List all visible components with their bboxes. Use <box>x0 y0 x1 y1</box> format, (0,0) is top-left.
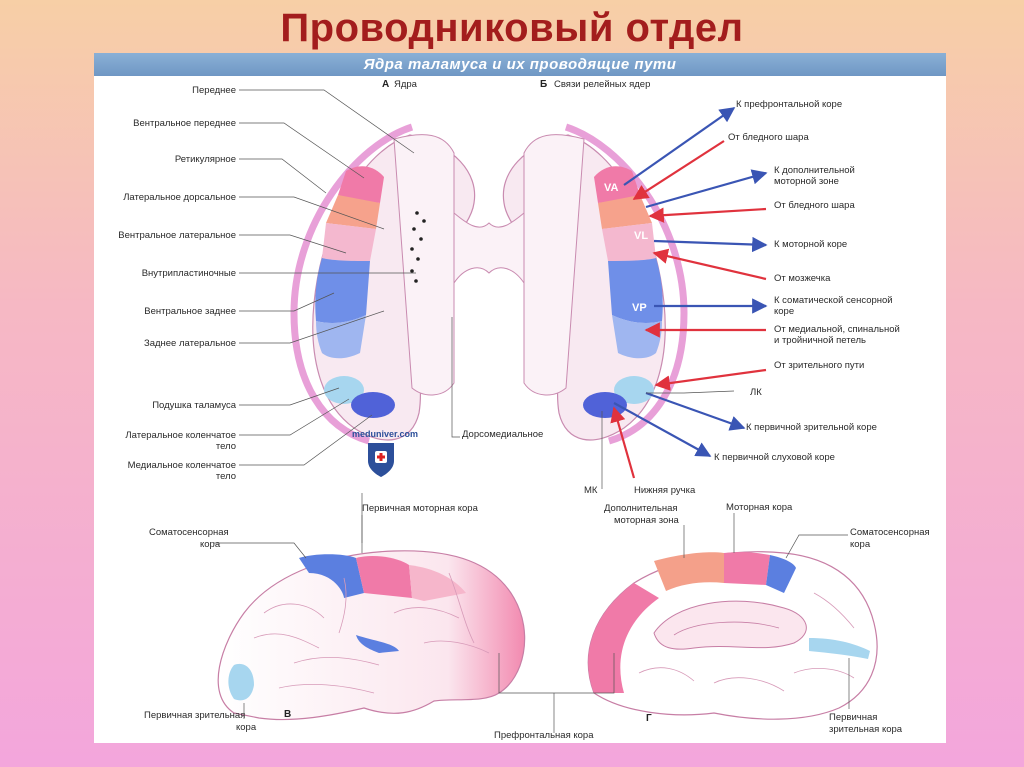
label-mgn-2: тело <box>216 471 236 482</box>
label-to-visual: К первичной зрительной коре <box>746 422 877 433</box>
brain-lateral <box>218 551 524 720</box>
label-c-motor: Первичная моторная кора <box>362 503 479 514</box>
label-d-somato: Соматосенсорная <box>850 527 930 538</box>
label-to-auditory: К первичной слуховой коре <box>714 452 835 463</box>
label-d-somato-2: кора <box>850 539 871 550</box>
brain-medial <box>588 552 877 719</box>
label-d-visual-2: зрительная кора <box>829 724 903 735</box>
label-lgn-2: тело <box>216 441 236 452</box>
label-ventral-posterior: Вентральное заднее <box>144 306 236 317</box>
label-lk: ЛК <box>750 387 762 398</box>
panel-a-letter: А <box>382 79 389 90</box>
label-c-visual-2: кора <box>236 722 257 733</box>
label-pulvinar: Подушка таламуса <box>152 400 236 411</box>
label-from-pallidum-1: От бледного шара <box>728 132 809 143</box>
panel-c-letter: В <box>284 709 291 720</box>
label-prefrontal: Префронтальная кора <box>494 730 594 741</box>
label-from-optic-tract: От зрительного пути <box>774 360 864 371</box>
diagram-panel: Ядра таламуса и их проводящие пути А Ядр… <box>94 53 946 743</box>
label-ventral-lateral: Вентральное латеральное <box>118 230 236 241</box>
label-to-somatosensory: К соматической сенсорной <box>774 295 893 306</box>
label-d-motor: Моторная кора <box>726 502 793 513</box>
label-to-supp-motor-2: моторной зоне <box>774 176 839 187</box>
label-lower-handle: Нижняя ручка <box>634 485 696 496</box>
label-to-prefrontal: К префронтальной коре <box>736 99 842 110</box>
label-from-lemnisci: От медиальной, спинальной <box>774 324 900 335</box>
label-intralaminar: Внутрипластиночные <box>142 268 236 279</box>
label-from-cerebellum: От мозжечка <box>774 273 831 284</box>
label-from-pallidum-2: От бледного шара <box>774 200 855 211</box>
label-to-supp-motor: К дополнительной <box>774 165 855 176</box>
nucleus-vp-tag: VP <box>632 302 647 314</box>
label-c-somato-2: кора <box>200 539 221 550</box>
label-mgn: Медиальное коленчатое <box>128 460 236 471</box>
label-d-supp: Дополнительная <box>604 503 678 514</box>
thalamus-diagram: А Ядра Б Связи релейных ядер <box>94 53 946 743</box>
label-c-somato: Соматосенсорная <box>149 527 229 538</box>
label-to-motor: К моторной коре <box>774 239 847 250</box>
label-dorsomedial: Дорсомедиальное <box>462 429 543 440</box>
watermark-text: meduniver.com <box>352 429 418 439</box>
nucleus-vl-tag: VL <box>634 230 648 242</box>
label-lgn: Латеральное коленчатое <box>125 430 236 441</box>
nucleus-va-tag: VA <box>604 182 619 194</box>
label-from-lemnisci-2: и тройничной петель <box>774 335 866 346</box>
label-mk: МК <box>584 485 598 496</box>
label-d-supp-2: моторная зона <box>614 515 680 526</box>
label-lateral-dorsal: Латеральное дорсальное <box>123 192 236 203</box>
watermark-shield-icon <box>368 443 394 477</box>
label-c-visual: Первичная зрительная <box>144 710 245 721</box>
panel-a-label: Ядра <box>394 79 418 90</box>
panel-b-label: Связи релейных ядер <box>554 79 650 90</box>
label-lateral-posterior: Заднее латеральное <box>144 338 236 349</box>
label-d-visual: Первичная <box>829 712 877 723</box>
slide-title: Проводниковый отдел <box>0 6 1024 51</box>
label-to-somatosensory-2: коре <box>774 306 794 317</box>
label-anterior: Переднее <box>192 85 236 96</box>
panel-d-letter: Г <box>646 713 652 724</box>
label-ventral-anterior: Вентральное переднее <box>133 118 236 129</box>
label-reticular: Ретикулярное <box>175 154 236 165</box>
panel-b-letter: Б <box>540 79 547 90</box>
